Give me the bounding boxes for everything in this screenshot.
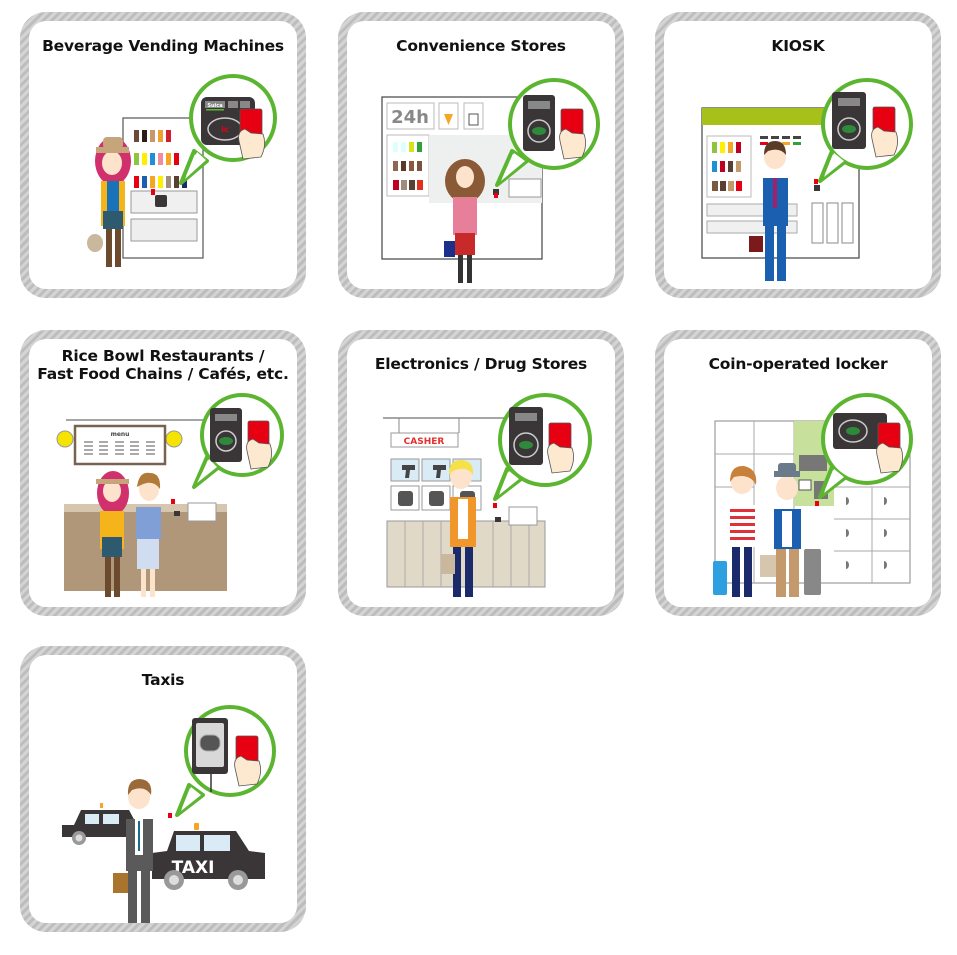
hand-icon bbox=[234, 755, 261, 787]
card-title: Beverage Vending Machines bbox=[42, 37, 284, 55]
card-body: Electronics / Drug Stores CASHER bbox=[347, 339, 615, 607]
ic-card bbox=[494, 193, 498, 198]
card-beverage-vending: Beverage Vending Machines bbox=[20, 12, 306, 298]
briefcase bbox=[113, 873, 128, 893]
hand-icon bbox=[876, 442, 903, 474]
speech-bubble bbox=[493, 393, 592, 501]
woman-figure bbox=[441, 459, 497, 597]
card-body: Convenience Stores 24h bbox=[347, 21, 615, 289]
hand-icon bbox=[559, 128, 586, 160]
woman-figure bbox=[87, 137, 155, 267]
menu-label: menu bbox=[111, 431, 130, 438]
ic-card bbox=[815, 501, 819, 506]
woman-figure bbox=[713, 465, 757, 597]
cup-stacks bbox=[811, 202, 854, 244]
cash-register bbox=[508, 178, 542, 198]
ic-card bbox=[171, 499, 175, 504]
card-convenience-stores: Convenience Stores 24h bbox=[338, 12, 624, 298]
ic-card bbox=[493, 503, 497, 508]
24h-sign: 24h bbox=[391, 107, 429, 128]
ic-card bbox=[151, 189, 155, 195]
ic-reader bbox=[509, 407, 543, 465]
speech-bubble bbox=[175, 705, 276, 817]
taxi-front: TAXI bbox=[152, 823, 265, 890]
card-body: Rice Bowl Restaurants / Fast Food Chains… bbox=[29, 339, 297, 607]
card-restaurants: Rice Bowl Restaurants / Fast Food Chains… bbox=[20, 330, 306, 616]
ic-card bbox=[814, 179, 818, 184]
hand-icon bbox=[246, 438, 272, 470]
card-body: Beverage Vending Machines bbox=[29, 21, 297, 289]
businessman-figure bbox=[113, 779, 172, 923]
ic-reader-small bbox=[493, 189, 499, 195]
ic-reader bbox=[832, 92, 866, 149]
card-title: KIOSK bbox=[771, 37, 825, 55]
suitcase-blue bbox=[713, 561, 727, 595]
card-title: Taxis bbox=[141, 671, 185, 689]
woman-figure-1 bbox=[96, 471, 129, 597]
card-body: KIOSK bbox=[664, 21, 932, 289]
taxi-label: TAXI bbox=[172, 858, 215, 878]
card-title: Convenience Stores bbox=[396, 37, 566, 55]
card-body: Taxis TAXI bbox=[29, 655, 297, 923]
card-title-line-2: Fast Food Chains / Cafés, etc. bbox=[37, 365, 289, 383]
vending-machine-illustration: Suica ic bbox=[87, 74, 277, 267]
ic-reader bbox=[210, 408, 242, 462]
woman-figure bbox=[444, 159, 498, 283]
suica-label: Suica bbox=[207, 103, 222, 109]
hand-icon bbox=[547, 442, 574, 474]
ic-card bbox=[168, 813, 172, 818]
restaurant-illustration: menu bbox=[56, 393, 284, 597]
ic-reader-small bbox=[155, 195, 167, 207]
businessman-figure bbox=[749, 141, 818, 281]
ic-reader-small bbox=[174, 511, 180, 516]
lamp-icon bbox=[56, 430, 74, 448]
card-title-line-1: Rice Bowl Restaurants / bbox=[61, 347, 265, 365]
cash-register bbox=[187, 502, 217, 522]
casher-label: CASHER bbox=[404, 437, 445, 447]
ic-reader-small bbox=[814, 185, 820, 191]
card-body: Coin-operated locker bbox=[664, 339, 932, 607]
kiosk-illustration bbox=[701, 78, 913, 281]
card-title: Electronics / Drug Stores bbox=[374, 355, 588, 373]
card-kiosk: KIOSK bbox=[655, 12, 941, 298]
speech-bubble bbox=[818, 393, 913, 499]
card-title: Rice Bowl Restaurants / Fast Food Chains… bbox=[29, 347, 297, 383]
taxi-illustration: TAXI bbox=[62, 705, 276, 923]
card-taxis: Taxis TAXI bbox=[20, 646, 306, 932]
man-figure bbox=[760, 463, 821, 597]
hand-icon bbox=[871, 126, 898, 158]
card-electronics-drug-stores: Electronics / Drug Stores CASHER bbox=[338, 330, 624, 616]
coin-locker-illustration bbox=[713, 393, 913, 597]
menu-lines bbox=[84, 441, 155, 455]
ic-reader-small bbox=[495, 517, 501, 522]
taxi-back bbox=[62, 803, 141, 845]
casher-sign bbox=[390, 432, 459, 448]
electronics-store-illustration: CASHER bbox=[383, 393, 592, 597]
convenience-store-illustration: 24h bbox=[381, 78, 600, 283]
speech-bubble bbox=[192, 393, 284, 489]
menu-board bbox=[73, 424, 167, 466]
hand-icon bbox=[238, 128, 265, 160]
card-title: Coin-operated locker bbox=[708, 355, 888, 373]
cash-register bbox=[508, 506, 538, 526]
speech-bubble bbox=[818, 78, 913, 183]
speech-bubble bbox=[495, 78, 600, 187]
speech-bubble: Suica ic bbox=[179, 74, 277, 185]
woman-figure-2 bbox=[136, 472, 175, 597]
card-coin-locker: Coin-operated locker bbox=[655, 330, 941, 616]
suitcase-gray bbox=[804, 549, 821, 595]
ic-logo: ic bbox=[221, 125, 229, 134]
lamp-icon bbox=[165, 430, 183, 448]
